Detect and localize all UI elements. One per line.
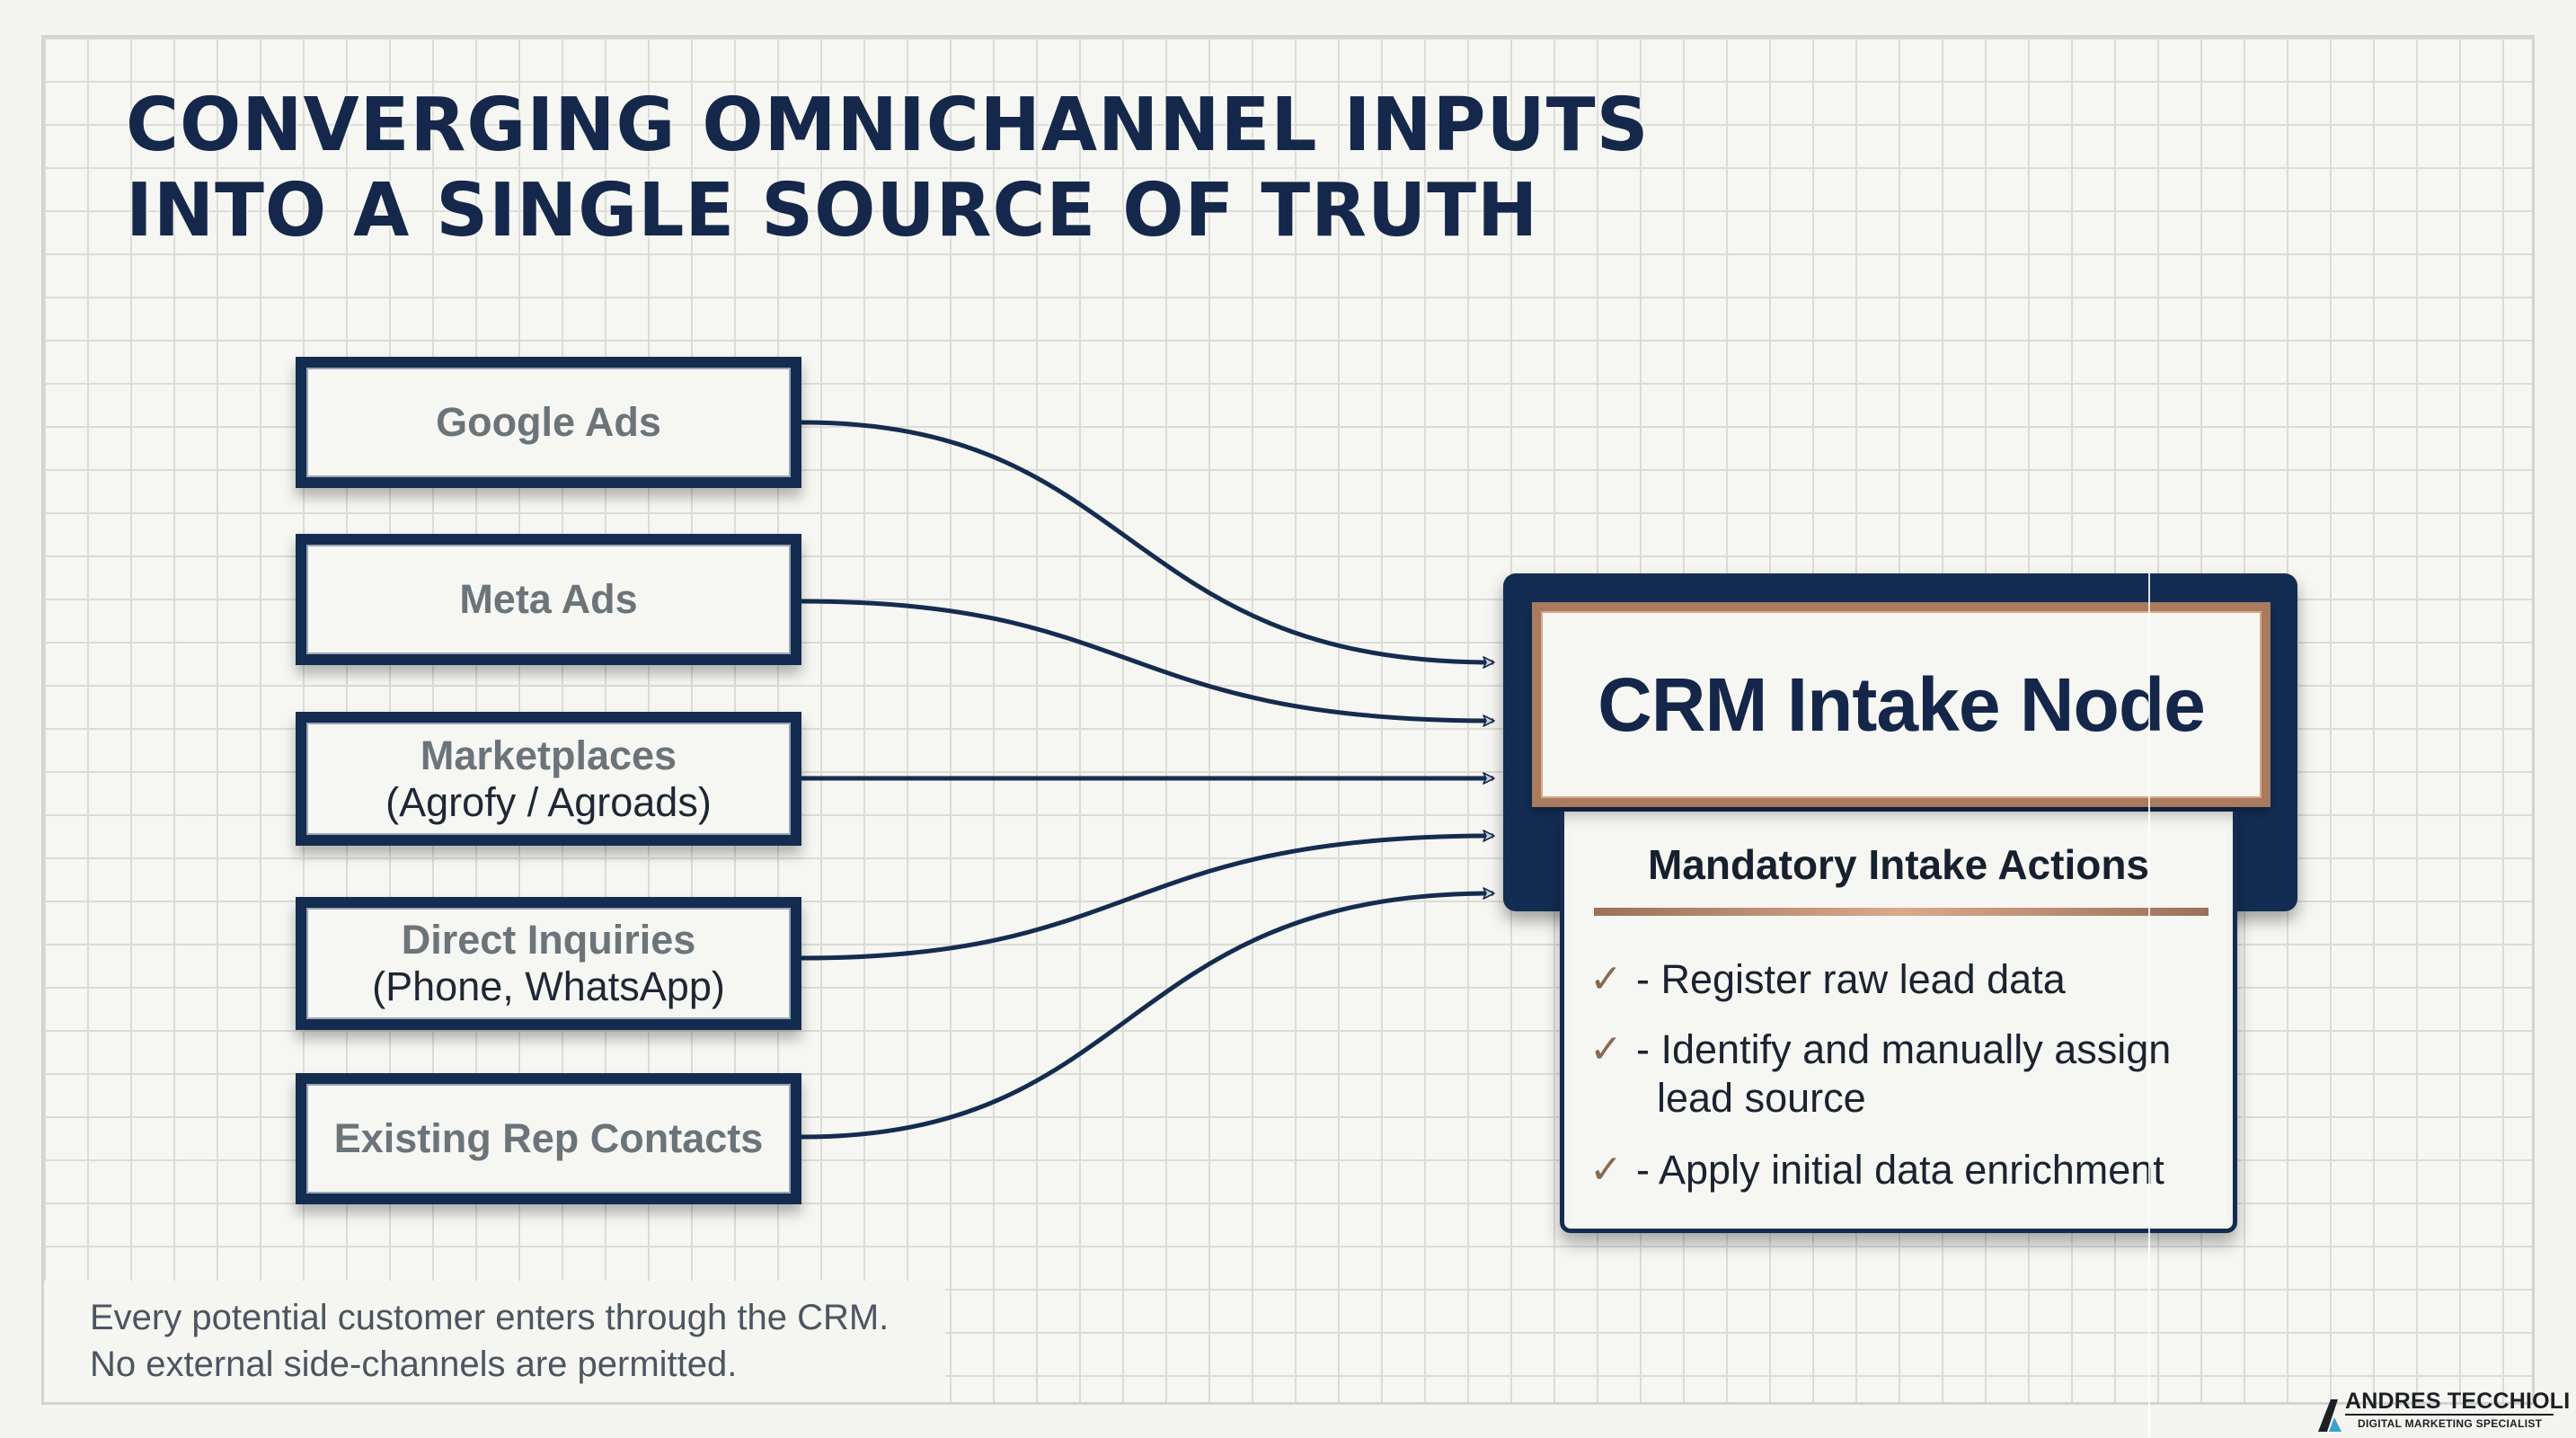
brand-name: ANDRES TECCHIOLI — [2345, 1389, 2571, 1414]
brand-watermark: ANDRES TECCHIOLI DIGITAL MARKETING SPECI… — [2318, 1389, 2570, 1434]
action-text: - Identify and manually assign — [1636, 1026, 2172, 1072]
intake-actions-card: Mandatory Intake Actions ✓ - Register ra… — [1560, 812, 2237, 1233]
check-icon: ✓ — [1589, 1027, 1623, 1071]
source-sublabel: (Agrofy / Agroads) — [385, 778, 712, 825]
connector-arrow-direct-inquiries — [801, 830, 1495, 961]
source-label: Google Ads — [436, 399, 661, 445]
footer-line-1: Every potential customer enters through … — [90, 1298, 890, 1337]
action-text: - Register raw lead data — [1636, 956, 2066, 1002]
action-text-continuation: lead source — [1657, 1075, 1866, 1121]
source-marketplaces: Marketplaces (Agrofy / Agroads) — [296, 712, 801, 846]
connector-arrow-google-ads — [801, 420, 1495, 669]
brand-tagline: DIGITAL MARKETING SPECIALIST — [2358, 1417, 2543, 1430]
source-label: Marketplaces — [420, 732, 677, 778]
page-title: CONVERGING OMNICHANNEL INPUTS INTO A SIN… — [126, 83, 1649, 253]
source-label: Meta Ads — [459, 576, 638, 622]
source-label: Existing Rep Contacts — [333, 1115, 764, 1161]
source-direct-inquiries: Direct Inquiries (Phone, WhatsApp) — [296, 897, 801, 1030]
crm-node-title: CRM Intake Node — [1598, 661, 2206, 747]
source-existing-rep-contacts: Existing Rep Contacts — [296, 1073, 801, 1204]
brand-logo-icon — [2318, 1399, 2341, 1432]
footer-panel — [44, 1281, 945, 1402]
connector-arrow-meta-ads — [801, 599, 1495, 727]
source-meta-ads: Meta Ads — [296, 534, 801, 665]
source-sublabel: (Phone, WhatsApp) — [372, 963, 725, 1009]
title-line-1: CONVERGING OMNICHANNEL INPUTS — [126, 83, 1650, 168]
footer-note: Every potential customer enters through … — [90, 1294, 889, 1388]
copper-divider — [1594, 908, 2209, 916]
check-icon: ✓ — [1589, 957, 1623, 1001]
title-line-2: INTO A SINGLE SOURCE OF TRUTH — [126, 168, 1539, 253]
source-google-ads: Google Ads — [296, 357, 801, 488]
action-text: - Apply initial data enrichment — [1636, 1147, 2164, 1193]
brand-rule — [2345, 1414, 2554, 1416]
crm-node-frame: CRM Intake Node — [1532, 602, 2271, 807]
source-label: Direct Inquiries — [401, 917, 696, 963]
footer-line-2: No external side-channels are permitted. — [90, 1345, 738, 1384]
vertical-divider-artifact — [2148, 573, 2150, 1438]
check-icon: ✓ — [1589, 1148, 1623, 1192]
connector-arrow-existing-rep-contacts — [801, 887, 1495, 1140]
actions-heading: Mandatory Intake Actions — [1647, 841, 2150, 888]
